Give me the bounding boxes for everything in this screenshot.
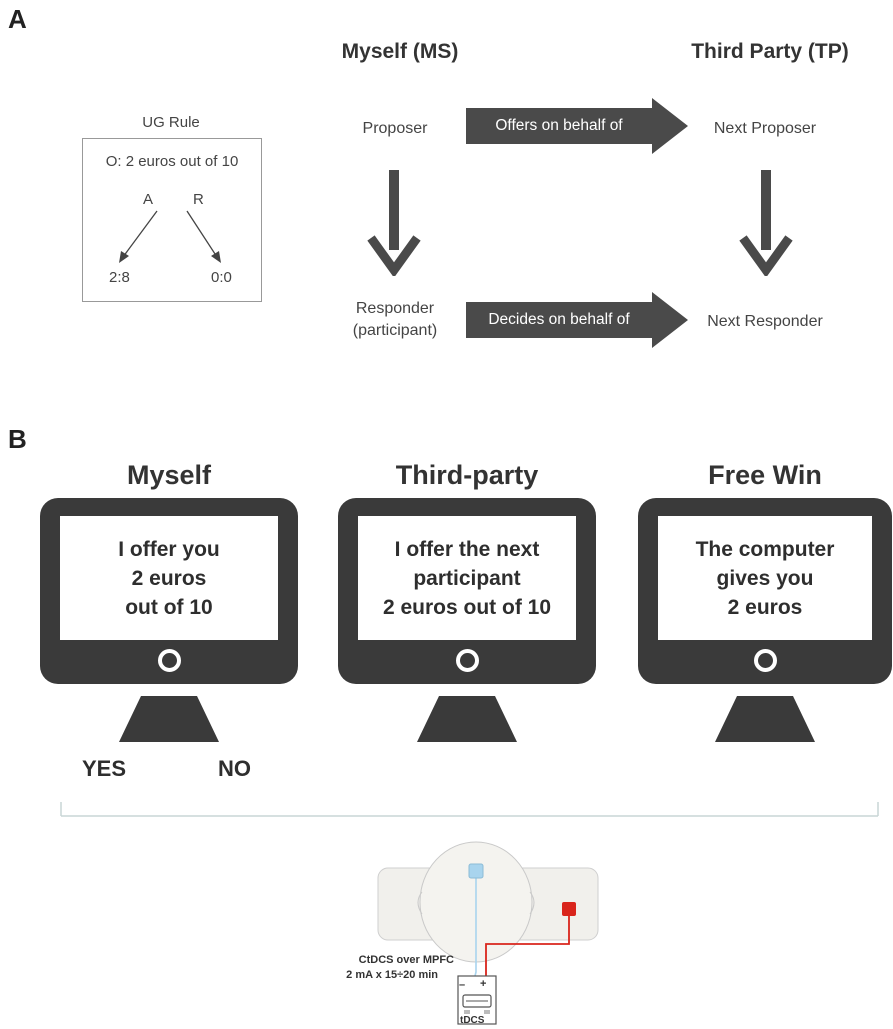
ug-rule-accept: A [143,191,154,208]
monitor-myself-line-1: I offer you [118,537,220,561]
monitor-third-party-line-3: 2 euros out of 10 [382,595,552,619]
monitor-free-win-bezel: The computer gives you 2 euros [638,498,892,684]
ug-rule-title: UG Rule [142,114,200,131]
tdcs-dose-label: 2 mA x 15÷20 min [346,969,438,981]
ms-down-arrow [367,170,421,276]
ug-rule-reject: R [193,191,204,208]
tdcs-minus-sign: – [459,979,466,991]
ug-rule-offer: O: 2 euros out of 10 [105,153,239,170]
tp-down-arrow [739,170,793,276]
decides-arrowhead-icon [652,292,688,348]
monitor-free-win-stand [715,696,815,742]
offers-on-behalf-label: Offers on behalf of [466,108,652,144]
monitor-myself-stand [119,696,219,742]
monitor-third-party-power-icon [456,649,479,672]
monitor-myself-line-3: out of 10 [125,595,213,619]
monitor-third-party: Third-party I offer the next participant… [338,460,596,742]
ug-rule-box: O: 2 euros out of 10 A R 2:8 0:0 [82,138,262,302]
monitor-myself-bezel: I offer you 2 euros out of 10 [40,498,298,684]
tdcs-head-illustration [377,841,599,1025]
yes-response: YES [82,756,127,781]
decides-on-behalf-arrow: Decides on behalf of [466,292,688,348]
monitor-free-win-line-1: The computer [695,537,835,561]
monitor-third-party-stand [417,696,517,742]
proposer-label: Proposer [362,120,428,137]
monitor-free-win-line-3: 2 euros [727,595,803,619]
tdcs-device-label: tDCS [460,1015,485,1026]
monitor-free-win-power-icon [754,649,777,672]
monitor-myself-line-2: 2 euros [131,566,207,590]
monitor-myself-screen: I offer you 2 euros out of 10 [60,516,278,640]
ug-rule-branch-arrows [119,210,221,263]
ug-rule-reject-outcome: 0:0 [211,269,232,286]
monitor-free-win-screen: The computer gives you 2 euros [658,516,872,640]
panel-b-label: B [8,424,27,454]
next-proposer-label: Next Proposer [713,120,817,137]
ug-rule-accept-outcome: 2:8 [109,269,130,286]
monitor-third-party-bezel: I offer the next participant 2 euros out… [338,498,596,684]
next-responder-label: Next Responder [707,313,823,330]
tdcs-montage-label: CtDCS over MPFC [358,954,454,966]
monitor-myself: Myself I offer you 2 euros out of 10 [40,460,298,742]
monitor-free-win-title: Free Win [708,460,822,490]
bracket-divider [60,802,879,817]
no-response: NO [218,756,251,781]
monitor-myself-title: Myself [126,460,212,490]
monitor-third-party-line-1: I offer the next [394,537,540,561]
myself-column-header: Myself (MS) [341,40,459,63]
monitor-free-win: Free Win The computer gives you 2 euros [638,460,892,742]
monitor-myself-power-icon [158,649,181,672]
monitor-third-party-title: Third-party [395,460,539,490]
offers-arrowhead-icon [652,98,688,154]
responder-participant-label: (participant) [352,322,438,339]
panel-a-label: A [8,4,27,34]
monitor-free-win-line-2: gives you [716,566,814,590]
monitor-third-party-screen: I offer the next participant 2 euros out… [358,516,576,640]
third-party-column-header: Third Party (TP) [691,40,849,63]
decides-on-behalf-label: Decides on behalf of [466,302,652,338]
offers-on-behalf-arrow: Offers on behalf of [466,98,688,154]
responder-label: Responder [355,300,435,317]
monitor-third-party-line-2: participant [413,566,521,590]
tdcs-plus-sign: + [480,978,487,990]
